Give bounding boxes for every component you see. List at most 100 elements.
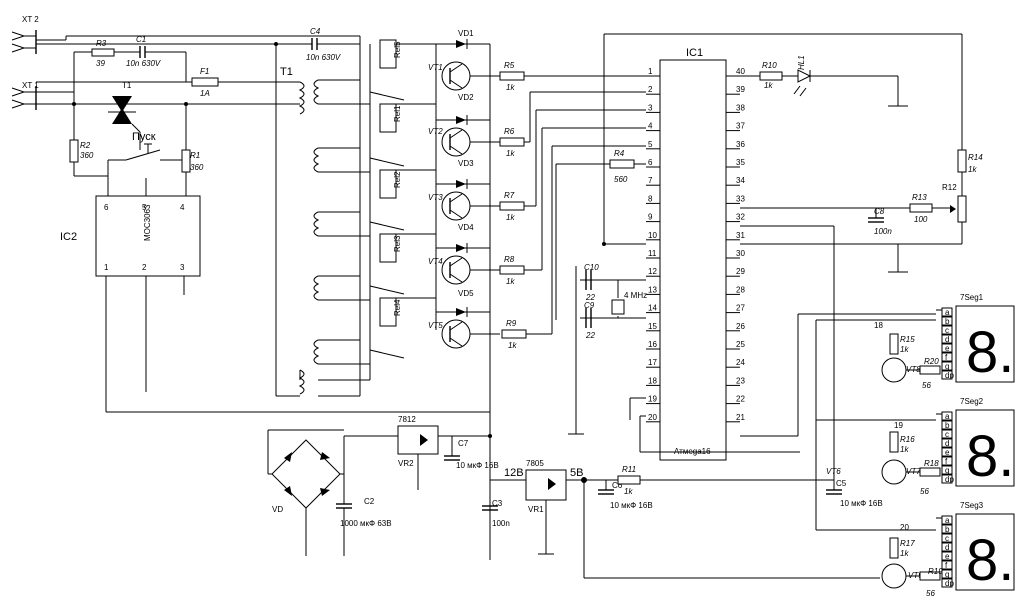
- segment-pin: [941, 542, 953, 552]
- svg-text:VR2: VR2: [398, 459, 414, 468]
- relay-rel4: Rel4: [379, 297, 402, 327]
- svg-text:C6: C6: [612, 481, 623, 490]
- svg-text:560: 560: [614, 175, 628, 184]
- mcu-pin-label: 27: [736, 304, 745, 313]
- svg-text:10n 630V: 10n 630V: [126, 59, 161, 68]
- transistor-vt8: 18 R15 1k VT8 R20 56: [874, 321, 941, 390]
- transistor-vt6-label: VT6: [826, 467, 841, 476]
- svg-text:22: 22: [585, 331, 595, 340]
- svg-text:IC1: IC1: [686, 47, 703, 59]
- resistor-r7: R7 1k: [499, 109, 646, 222]
- segment-pin-label: g: [945, 570, 949, 579]
- svg-text:VT3: VT3: [428, 193, 443, 202]
- mcu-pin-label: 18: [648, 376, 657, 385]
- svg-text:R15: R15: [900, 335, 915, 344]
- mcu-pin-label: 2: [648, 85, 653, 94]
- display-body: [955, 513, 1015, 591]
- svg-text:R19: R19: [928, 567, 943, 576]
- svg-text:R1: R1: [190, 151, 200, 160]
- mcu-pin-label: 34: [736, 176, 745, 185]
- segment-pin-label: f: [945, 457, 948, 466]
- svg-text:C1: C1: [136, 35, 146, 44]
- svg-text:Rel3: Rel3: [393, 235, 402, 252]
- resistor-r11: R11 1k: [617, 465, 834, 496]
- capacitor-c7: C7 10 мкФ 16В: [444, 436, 499, 470]
- mcu-pin-label: 31: [736, 231, 745, 240]
- mcu-pin-label: 39: [736, 85, 745, 94]
- mcu-pin-label: 16: [648, 340, 657, 349]
- segment-pin: [941, 325, 953, 335]
- svg-text:1k: 1k: [624, 487, 633, 496]
- svg-text:C7: C7: [458, 439, 469, 448]
- mcu-pin-label: 22: [736, 395, 745, 404]
- segment-pin-label: a: [945, 412, 950, 421]
- transistor-vt2: VT2: [428, 127, 500, 157]
- segment-pin: [941, 370, 953, 380]
- bridge-vd: VD: [267, 429, 398, 556]
- mcu-pin-label: 5: [648, 140, 653, 149]
- svg-text:1k: 1k: [506, 277, 515, 286]
- resistor-r1: R1 360: [181, 104, 204, 200]
- segment-pin-label: b: [945, 317, 950, 326]
- svg-text:R17: R17: [900, 539, 915, 548]
- svg-text:4: 4: [180, 203, 185, 212]
- svg-text:VD: VD: [272, 505, 283, 514]
- regulator-vr1: 12В 7805 VR1 5В: [490, 459, 880, 579]
- segment-pin-label: dp: [945, 579, 954, 588]
- resistor-r13: R13 100: [740, 193, 950, 224]
- svg-text:19: 19: [894, 421, 903, 430]
- relay-rel3: Rel3: [379, 233, 402, 263]
- capacitor-c5: C5 10 мкФ 16В: [826, 479, 883, 508]
- segment-pin: [941, 429, 953, 439]
- display-name: 7Seg1: [960, 293, 984, 302]
- segment-pin: [941, 361, 953, 371]
- svg-text:1k: 1k: [900, 345, 909, 354]
- svg-text:10n 630V: 10n 630V: [306, 53, 341, 62]
- svg-text:C8: C8: [874, 207, 885, 216]
- svg-text:360: 360: [190, 163, 204, 172]
- display-glyph: 8.: [966, 424, 1014, 489]
- segment-pin-label: c: [945, 430, 949, 439]
- svg-text:4 MHz: 4 MHz: [624, 291, 647, 300]
- segment-pin-label: c: [945, 534, 949, 543]
- resistor-r10: R10 1k: [740, 61, 798, 90]
- resistor-r6: R6 1k: [499, 91, 646, 158]
- start-button: Пуск: [107, 131, 186, 200]
- svg-text:Rel4: Rel4: [393, 299, 402, 316]
- svg-text:2: 2: [142, 263, 147, 272]
- mcu-pin-label: 40: [736, 67, 745, 76]
- mcu-pin-label: 1: [648, 67, 653, 76]
- svg-text:Rel2: Rel2: [393, 171, 402, 188]
- svg-text:22: 22: [585, 293, 595, 302]
- svg-text:100n: 100n: [874, 227, 892, 236]
- segment-pin: [941, 560, 953, 570]
- regulator-vr2: 7812 VR2: [397, 415, 492, 490]
- segment-pin-label: e: [945, 552, 950, 561]
- segment-pin-label: d: [945, 543, 949, 552]
- svg-text:VT1: VT1: [428, 63, 443, 72]
- svg-text:100n: 100n: [492, 519, 510, 528]
- svg-text:R6: R6: [504, 127, 515, 136]
- capacitor-c4: C4 10n 630V: [276, 27, 360, 62]
- svg-text:R4: R4: [614, 149, 625, 158]
- resistor-r5: R5 1k: [499, 61, 646, 92]
- svg-text:1k: 1k: [764, 81, 773, 90]
- svg-text:VR1: VR1: [528, 505, 544, 514]
- segment-pin: [941, 465, 953, 475]
- segment-pin-label: b: [945, 421, 950, 430]
- segment-pin: [941, 411, 953, 421]
- segment-pin: [941, 578, 953, 588]
- transistor-vt1: VT1: [428, 61, 500, 91]
- segment-pin: [941, 551, 953, 561]
- potentiometer-r12: R12: [898, 183, 967, 245]
- resistor-r3: R3 39: [91, 39, 115, 68]
- optocoupler-ic2: IC2 MOC3063 6 5 4 1 2 3: [60, 178, 201, 412]
- connector-xt2: XT 2: [11, 15, 39, 54]
- svg-text:7805: 7805: [526, 459, 544, 468]
- svg-text:6: 6: [104, 203, 109, 212]
- svg-text:VT4: VT4: [428, 257, 443, 266]
- svg-text:56: 56: [922, 381, 931, 390]
- mcu-pin-label: 11: [648, 249, 657, 258]
- segment-pin: [941, 334, 953, 344]
